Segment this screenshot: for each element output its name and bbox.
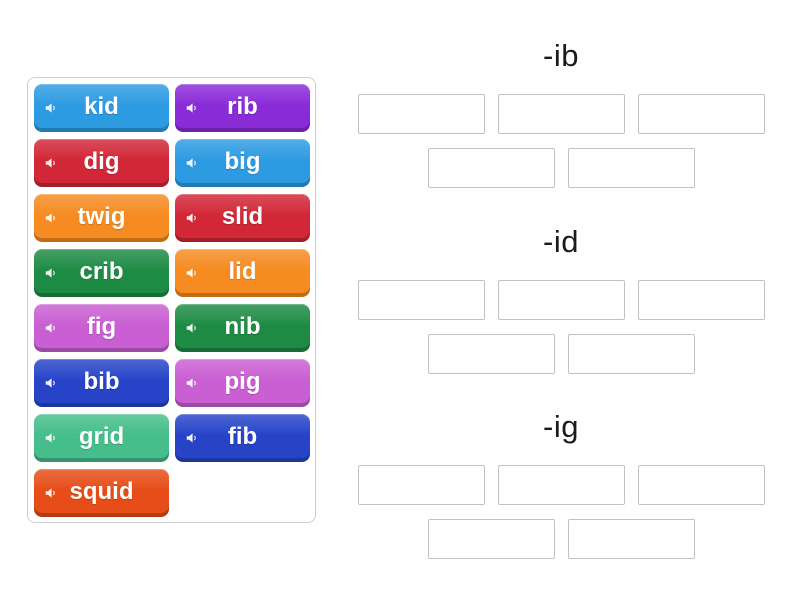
group-ig: -ig <box>357 411 765 559</box>
word-tile-label: squid <box>69 477 134 505</box>
word-tile-label: nib <box>224 312 261 340</box>
drop-slot[interactable] <box>427 334 555 374</box>
group-ig-label: -ig <box>543 409 579 444</box>
word-tile-big[interactable]: big <box>175 139 310 187</box>
group-id-slot-row-1 <box>357 280 765 320</box>
speaker-icon[interactable] <box>44 211 58 225</box>
drop-slot[interactable] <box>567 334 695 374</box>
speaker-icon[interactable] <box>185 321 199 335</box>
group-id: -id <box>357 226 765 374</box>
word-tile-grid[interactable]: grid <box>34 414 169 462</box>
speaker-icon[interactable] <box>44 266 58 280</box>
drop-slot[interactable] <box>567 519 695 559</box>
group-id-label: -id <box>543 224 579 259</box>
word-tile-grid: kid rib dig big twig slid <box>34 84 310 517</box>
word-tile-label: crib <box>79 257 124 285</box>
drop-slot[interactable] <box>637 465 765 505</box>
drop-slot[interactable] <box>497 94 625 134</box>
speaker-icon[interactable] <box>44 156 58 170</box>
drop-slot[interactable] <box>357 94 485 134</box>
speaker-icon[interactable] <box>44 321 58 335</box>
group-ig-slot-row-2 <box>357 519 765 559</box>
word-tile-label: dig <box>83 147 120 175</box>
sorting-board: -ib -id -ig <box>357 0 765 600</box>
drop-slot[interactable] <box>637 94 765 134</box>
word-tile-lid[interactable]: lid <box>175 249 310 297</box>
drop-slot[interactable] <box>427 519 555 559</box>
word-bank-panel: kid rib dig big twig slid <box>27 77 316 523</box>
speaker-icon[interactable] <box>185 211 199 225</box>
word-tile-label: grid <box>78 422 125 450</box>
drop-slot[interactable] <box>637 280 765 320</box>
speaker-icon[interactable] <box>185 431 199 445</box>
word-tile-label: twig <box>77 202 126 230</box>
word-tile-label: pig <box>224 367 261 395</box>
word-tile-label: lid <box>228 257 257 285</box>
word-tile-pig[interactable]: pig <box>175 359 310 407</box>
word-tile-label: bib <box>83 367 120 395</box>
speaker-icon[interactable] <box>44 376 58 390</box>
word-tile-twig[interactable]: twig <box>34 194 169 242</box>
word-tile-bib[interactable]: bib <box>34 359 169 407</box>
word-tile-label: fib <box>227 422 258 450</box>
drop-slot[interactable] <box>357 465 485 505</box>
word-tile-kid[interactable]: kid <box>34 84 169 132</box>
drop-slot[interactable] <box>497 280 625 320</box>
word-tile-rib[interactable]: rib <box>175 84 310 132</box>
group-ib-slot-row-1 <box>357 94 765 134</box>
word-tile-label: kid <box>84 92 119 120</box>
word-tile-fib[interactable]: fib <box>175 414 310 462</box>
speaker-icon[interactable] <box>185 156 199 170</box>
drop-slot[interactable] <box>357 280 485 320</box>
word-tile-slid[interactable]: slid <box>175 194 310 242</box>
word-tile-label: rib <box>227 92 258 120</box>
drop-slot[interactable] <box>497 465 625 505</box>
group-ib: -ib <box>357 40 765 188</box>
speaker-icon[interactable] <box>44 486 58 500</box>
group-id-slot-row-2 <box>357 334 765 374</box>
word-tile-label: big <box>224 147 261 175</box>
word-tile-crib[interactable]: crib <box>34 249 169 297</box>
word-tile-nib[interactable]: nib <box>175 304 310 352</box>
word-tile-label: slid <box>221 202 264 230</box>
word-tile-squid[interactable]: squid <box>34 469 169 517</box>
word-tile-fig[interactable]: fig <box>34 304 169 352</box>
group-ib-label: -ib <box>543 38 579 73</box>
drop-slot[interactable] <box>567 148 695 188</box>
word-tile-dig[interactable]: dig <box>34 139 169 187</box>
speaker-icon[interactable] <box>185 101 199 115</box>
group-ig-slot-row-1 <box>357 465 765 505</box>
group-ib-slot-row-2 <box>357 148 765 188</box>
word-tile-label: fig <box>86 312 117 340</box>
speaker-icon[interactable] <box>44 101 58 115</box>
drop-slot[interactable] <box>427 148 555 188</box>
speaker-icon[interactable] <box>185 376 199 390</box>
speaker-icon[interactable] <box>44 431 58 445</box>
speaker-icon[interactable] <box>185 266 199 280</box>
